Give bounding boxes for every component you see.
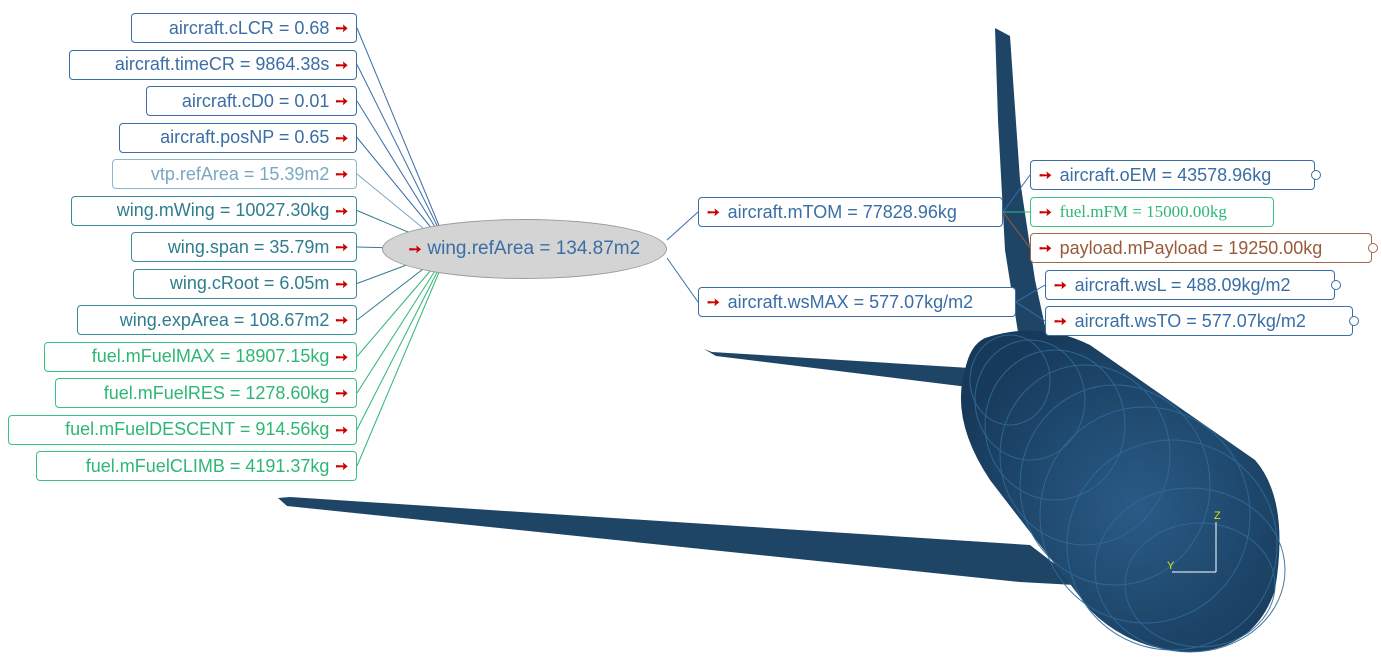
node-label: fuel.mFM = 15000.00kg <box>1059 202 1227 221</box>
expand-arrow-icon[interactable]: ➙ <box>1039 240 1052 257</box>
left-node-2[interactable]: aircraft.cD0 = 0.01 ➙ <box>146 86 357 116</box>
collapse-knob-icon[interactable] <box>1311 170 1321 180</box>
node-label: vtp.refArea = 15.39m2 <box>150 163 330 184</box>
expand-arrow-icon[interactable]: ➙ <box>335 312 348 329</box>
expand-arrow-icon[interactable]: ➙ <box>408 241 422 258</box>
connector-line <box>356 27 441 229</box>
expand-arrow-icon[interactable]: ➙ <box>1039 167 1052 184</box>
expand-arrow-icon[interactable]: ➙ <box>335 275 348 293</box>
left-node-3[interactable]: aircraft.posNP = 0.65 ➙ <box>119 122 357 153</box>
connector-line <box>1002 174 1031 213</box>
expand-arrow-icon[interactable]: ➙ <box>335 93 348 110</box>
expand-arrow-icon[interactable]: ➙ <box>335 239 348 256</box>
node-label: fuel.mFuelMAX = 18907.15kg <box>91 346 330 366</box>
node-aircraft-wsto[interactable]: ➙ aircraft.wsTO = 577.07kg/m2 <box>1045 306 1359 336</box>
connector-line <box>356 137 441 239</box>
left-node-0[interactable]: aircraft.cLCR = 0.68 ➙ <box>131 13 357 43</box>
connector-line <box>356 100 441 236</box>
left-node-5[interactable]: wing.mWing = 10027.30kg ➙ <box>71 195 357 226</box>
node-label: payload.mPayload = 19250.00kg <box>1059 237 1323 258</box>
axis-triad <box>1172 522 1217 573</box>
expand-arrow-icon[interactable]: ➙ <box>707 204 720 221</box>
node-label: aircraft.mTOM = 77828.96kg <box>727 201 957 222</box>
node-label: aircraft.wsTO = 577.07kg/m2 <box>1074 310 1306 331</box>
left-node-12[interactable]: fuel.mFuelCLIMB = 4191.37kg ➙ <box>36 451 357 481</box>
connector-line <box>1015 284 1046 303</box>
center-node-wing-refarea[interactable]: ➙ wing.refArea = 134.87m2 <box>382 219 667 279</box>
left-node-4[interactable]: vtp.refArea = 15.39m2 ➙ <box>112 159 357 189</box>
node-label: aircraft.wsMAX = 577.07kg/m2 <box>727 291 974 312</box>
expand-arrow-icon[interactable]: ➙ <box>335 348 348 366</box>
fuselage <box>960 330 1286 653</box>
node-aircraft-oem[interactable]: ➙ aircraft.oEM = 43578.96kg <box>1030 160 1321 190</box>
axis-label-z: Z <box>1214 510 1221 522</box>
node-label: fuel.mFuelRES = 1278.60kg <box>103 382 330 403</box>
collapse-knob-icon[interactable] <box>1349 316 1359 326</box>
collapse-knob-icon[interactable] <box>1331 280 1341 290</box>
connector-line <box>356 269 441 467</box>
expand-arrow-icon[interactable]: ➙ <box>707 294 720 311</box>
expand-arrow-icon[interactable]: ➙ <box>335 20 348 37</box>
left-node-8[interactable]: wing.expArea = 108.67m2 ➙ <box>77 305 357 335</box>
expand-arrow-icon[interactable]: ➙ <box>1039 204 1052 221</box>
expand-arrow-icon[interactable]: ➙ <box>335 202 348 220</box>
node-label: aircraft.oEM = 43578.96kg <box>1059 164 1272 185</box>
connector-line <box>356 262 441 394</box>
axis-label-y: Y <box>1167 560 1175 572</box>
left-node-6[interactable]: wing.span = 35.79m ➙ <box>131 232 357 262</box>
left-node-7[interactable]: wing.cRoot = 6.05m ➙ <box>133 268 357 299</box>
left-node-11[interactable]: fuel.mFuelDESCENT = 914.56kg ➙ <box>8 414 357 445</box>
connector-line <box>1002 211 1031 249</box>
expand-arrow-icon[interactable]: ➙ <box>335 129 348 147</box>
node-fuel-mfm[interactable]: ➙ fuel.mFM = 15000.00kg <box>1030 197 1274 227</box>
expand-arrow-icon[interactable]: ➙ <box>1054 277 1067 294</box>
collapse-knob-icon[interactable] <box>1368 243 1378 253</box>
node-label: wing.cRoot = 6.05m <box>169 273 330 293</box>
expand-arrow-icon[interactable]: ➙ <box>335 458 348 475</box>
expand-arrow-icon[interactable]: ➙ <box>1054 313 1067 330</box>
center-node-label: wing.refArea = 134.87m2 <box>427 238 641 259</box>
vertical-tail <box>995 28 1048 345</box>
left-node-9[interactable]: fuel.mFuelMAX = 18907.15kg ➙ <box>44 341 357 372</box>
main-wing <box>278 497 1075 585</box>
connector-line <box>356 259 441 357</box>
node-aircraft-wsl[interactable]: ➙ aircraft.wsL = 488.09kg/m2 <box>1045 270 1341 300</box>
node-label: aircraft.cD0 = 0.01 <box>181 90 330 111</box>
node-label: aircraft.wsL = 488.09kg/m2 <box>1074 274 1291 295</box>
left-node-1[interactable]: aircraft.timeCR = 9864.38s ➙ <box>69 49 357 80</box>
left-node-10[interactable]: fuel.mFuelRES = 1278.60kg ➙ <box>55 378 357 408</box>
node-label: aircraft.posNP = 0.65 <box>160 127 330 147</box>
connector-line <box>356 266 441 430</box>
expand-arrow-icon[interactable]: ➙ <box>335 385 348 402</box>
node-label: wing.mWing = 10027.30kg <box>116 200 330 220</box>
connector-line <box>666 211 699 241</box>
horizontal-stabilizer <box>704 349 972 388</box>
node-label: aircraft.timeCR = 9864.38s <box>114 54 330 74</box>
connector-line <box>356 64 441 232</box>
connector-line <box>1015 301 1046 322</box>
node-aircraft-wsmax[interactable]: ➙ aircraft.wsMAX = 577.07kg/m2 <box>698 287 1016 317</box>
node-label: fuel.mFuelDESCENT = 914.56kg <box>65 419 330 439</box>
expand-arrow-icon[interactable]: ➙ <box>335 421 348 439</box>
expand-arrow-icon[interactable]: ➙ <box>335 56 348 74</box>
node-label: fuel.mFuelCLIMB = 4191.37kg <box>85 455 330 476</box>
node-aircraft-mtom[interactable]: ➙ aircraft.mTOM = 77828.96kg <box>698 197 1003 227</box>
node-label: wing.expArea = 108.67m2 <box>119 309 330 330</box>
node-label: wing.span = 35.79m <box>167 236 330 257</box>
expand-arrow-icon[interactable]: ➙ <box>335 166 348 183</box>
node-label: aircraft.cLCR = 0.68 <box>168 17 330 38</box>
connector-line <box>666 257 699 303</box>
node-payload-mpayload[interactable]: ➙ payload.mPayload = 19250.00kg <box>1030 233 1378 263</box>
